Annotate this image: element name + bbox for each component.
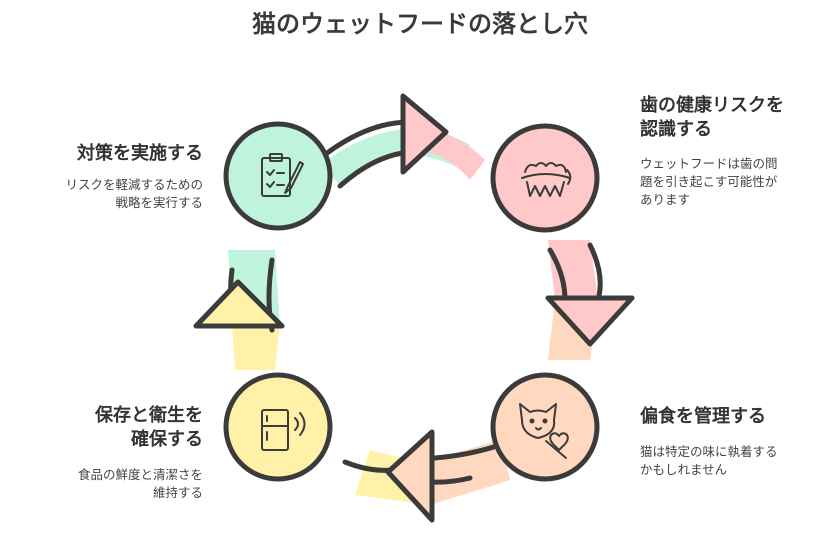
step-label-storage: 保存と衛生を 確保する [0, 404, 203, 452]
step-label-line: 偏食を管理する [640, 406, 766, 427]
step-label-measures: 対策を実施する [0, 142, 203, 166]
arc-left [193, 250, 285, 370]
step-desc-line: 題を引き起こす可能性が [640, 174, 778, 189]
step-desc-line: リスクを軽減するための [65, 177, 203, 192]
step-desc-line: 維持する [152, 485, 203, 500]
node-picky [490, 372, 600, 482]
step-label-picky: 偏食を管理する [640, 405, 766, 429]
step-desc-measures: リスクを軽減するための 戦略を実行する [0, 176, 203, 212]
step-desc-line: 食品の鮮度と清潔さを [77, 467, 203, 482]
step-label-line: 確保する [131, 429, 203, 450]
fridge-icon [261, 409, 306, 451]
step-desc-line: ウェットフードは歯の問 [640, 156, 778, 171]
node-measures [223, 121, 333, 231]
step-desc-picky: 猫は特定の味に執着する かもしれません [640, 443, 778, 479]
teeth-icon [521, 162, 572, 197]
clipboard-icon [261, 153, 304, 197]
cat-heart-icon [519, 403, 569, 459]
node-dental [490, 123, 600, 233]
step-desc-storage: 食品の鮮度と清潔さを 維持する [0, 466, 203, 502]
step-label-line: 対策を実施する [77, 143, 203, 164]
step-desc-line: 戦略を実行する [115, 195, 203, 210]
arc-right [545, 240, 635, 360]
arc-bottom [342, 429, 510, 523]
step-desc-line: 猫は特定の味に執着する [640, 444, 778, 459]
arc-top [315, 93, 485, 189]
step-label-line: 保存と衛生を [95, 405, 203, 426]
step-label-dental: 歯の健康リスクを 認識する [640, 94, 784, 142]
step-desc-line: あります [640, 192, 691, 207]
step-desc-dental: ウェットフードは歯の問 題を引き起こす可能性が あります [640, 155, 778, 209]
page-title: 猫のウェットフードの落とし穴 [252, 10, 588, 38]
step-desc-line: かもしれません [640, 462, 728, 477]
step-label-line: 認識する [640, 119, 712, 140]
step-label-line: 歯の健康リスクを [640, 95, 784, 116]
